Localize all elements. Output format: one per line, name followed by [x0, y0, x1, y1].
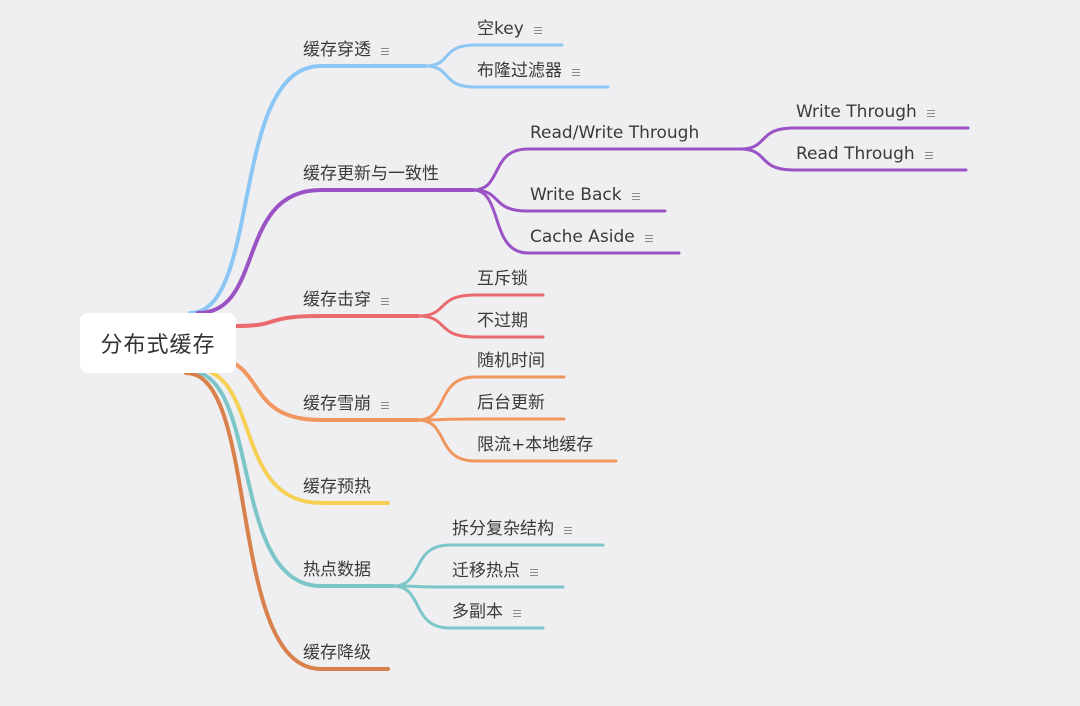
note-icon [564, 526, 572, 534]
subtopic-6-1[interactable]: 拆分复杂结构 [452, 518, 572, 540]
branch-topic-3[interactable]: 缓存击穿 [303, 289, 389, 311]
subtopic-2-1-1[interactable]: Write Through [796, 101, 935, 123]
subtopic-4-2[interactable]: 后台更新 [477, 392, 545, 414]
subtopic-3-1-label: 互斥锁 [477, 269, 528, 289]
subtopic-2-1-2-label: Read Through [796, 144, 915, 164]
subtopic-2-1-1-label: Write Through [796, 102, 917, 122]
branch-topic-2-label: 缓存更新与一致性 [303, 164, 439, 184]
branch-topic-1-label: 缓存穿透 [303, 40, 371, 60]
subtopic-link-6-1 [391, 543, 605, 588]
subtopic-1-2-label: 布隆过滤器 [477, 61, 562, 81]
subtopic-link-2-3 [471, 188, 681, 255]
subtopic-link-1-1 [423, 43, 564, 68]
branch-topic-5[interactable]: 缓存预热 [303, 476, 371, 498]
subtopic-4-3[interactable]: 限流+本地缓存 [477, 434, 593, 456]
note-icon [381, 401, 389, 409]
note-icon [381, 297, 389, 305]
subtopic-link-2-1-2 [738, 147, 968, 172]
subtopic-4-2-label: 后台更新 [477, 393, 545, 413]
branch-link-1 [188, 64, 427, 315]
subtopic-2-1[interactable]: Read/Write Through [530, 122, 699, 144]
subtopic-link-2-1 [471, 147, 742, 192]
branch-link-3 [234, 314, 420, 328]
branch-topic-7[interactable]: 缓存降级 [303, 642, 371, 664]
subtopic-2-2-label: Write Back [530, 185, 622, 205]
subtopic-2-3-label: Cache Aside [530, 227, 635, 247]
note-icon [572, 68, 580, 76]
subtopic-1-2[interactable]: 布隆过滤器 [477, 60, 580, 82]
note-icon [644, 234, 653, 242]
subtopic-2-1-label: Read/Write Through [530, 123, 700, 143]
branch-topic-2[interactable]: 缓存更新与一致性 [303, 163, 439, 185]
branch-link-7 [184, 371, 390, 671]
root-topic-label: 分布式缓存 [100, 333, 216, 358]
branch-topic-7-label: 缓存降级 [303, 643, 371, 663]
subtopic-link-6-3 [391, 584, 545, 630]
subtopic-link-6-2 [391, 584, 565, 589]
subtopic-link-3-2 [416, 314, 545, 339]
subtopic-link-1-2 [423, 64, 610, 89]
branch-topic-4[interactable]: 缓存雪崩 [303, 393, 389, 415]
subtopic-3-1[interactable]: 互斥锁 [477, 268, 528, 290]
subtopic-6-2-label: 迁移热点 [452, 561, 520, 581]
branch-topic-4-label: 缓存雪崩 [303, 394, 371, 414]
note-icon [926, 109, 935, 117]
branch-link-6 [187, 369, 395, 588]
note-icon [631, 192, 640, 200]
note-icon [533, 26, 542, 34]
subtopic-4-1-label: 随机时间 [477, 351, 545, 371]
subtopic-6-3-label: 多副本 [452, 602, 503, 622]
note-icon [381, 47, 389, 55]
branch-topic-1[interactable]: 缓存穿透 [303, 39, 389, 61]
subtopic-link-4-3 [416, 418, 618, 463]
subtopic-1-1[interactable]: 空key [477, 18, 542, 40]
subtopic-link-2-1-1 [738, 126, 970, 151]
subtopic-4-1[interactable]: 随机时间 [477, 350, 545, 372]
branch-topic-6-label: 热点数据 [303, 560, 371, 580]
branch-link-5 [190, 366, 390, 505]
subtopic-3-2-label: 不过期 [477, 311, 528, 331]
root-topic[interactable]: 分布式缓存 [80, 313, 236, 373]
subtopic-6-3[interactable]: 多副本 [452, 601, 521, 623]
subtopic-link-4-2 [416, 417, 566, 422]
branch-topic-5-label: 缓存预热 [303, 477, 371, 497]
branch-link-2 [196, 188, 475, 315]
note-icon [530, 568, 538, 576]
subtopic-2-3[interactable]: Cache Aside [530, 226, 653, 248]
branch-topic-3-label: 缓存击穿 [303, 290, 371, 310]
subtopic-6-2[interactable]: 迁移热点 [452, 560, 538, 582]
subtopic-link-3-1 [416, 293, 545, 318]
subtopic-2-2[interactable]: Write Back [530, 184, 640, 206]
subtopic-4-3-label: 限流+本地缓存 [477, 435, 594, 455]
subtopic-2-1-2[interactable]: Read Through [796, 143, 933, 165]
branch-topic-6[interactable]: 热点数据 [303, 559, 371, 581]
subtopic-link-4-1 [416, 375, 566, 422]
note-icon [924, 151, 933, 159]
subtopic-3-2[interactable]: 不过期 [477, 310, 528, 332]
note-icon [513, 609, 521, 617]
subtopic-1-1-label: 空key [477, 19, 524, 39]
subtopic-6-1-label: 拆分复杂结构 [452, 519, 554, 539]
